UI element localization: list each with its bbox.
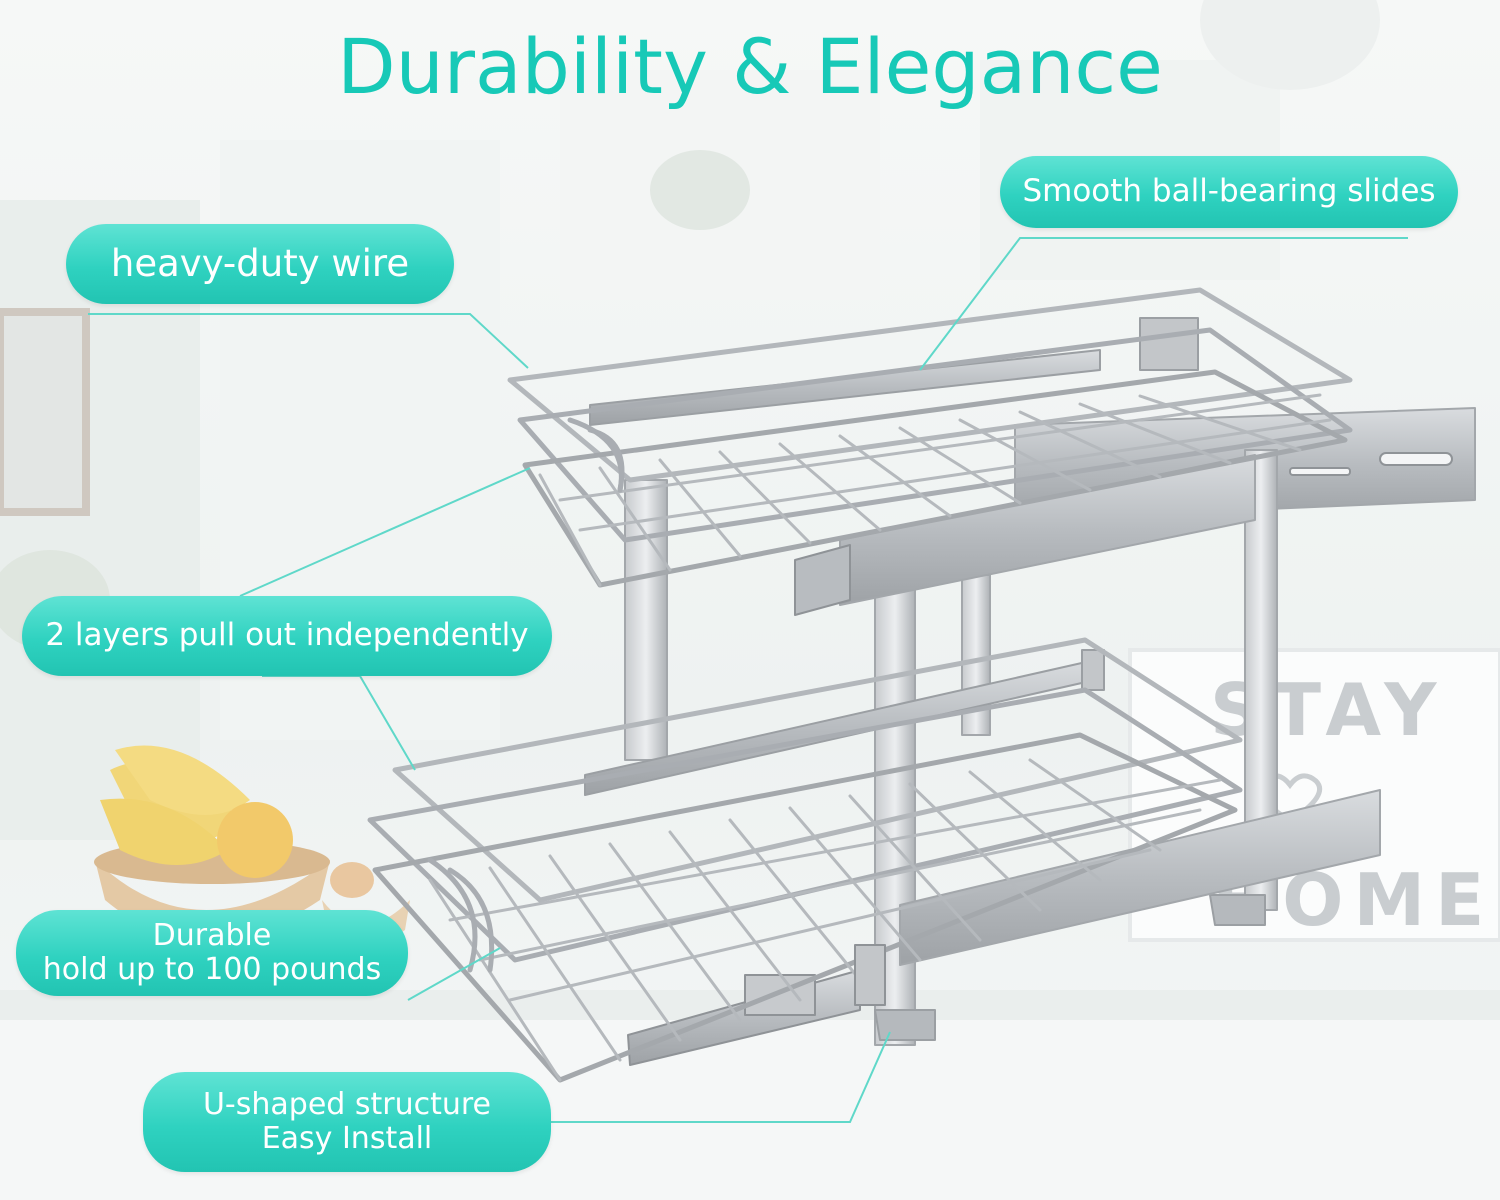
page-title: Durability & Elegance	[337, 22, 1163, 111]
callout-durable: Durable hold up to 100 pounds	[16, 910, 408, 996]
callout-label-line1: Durable	[152, 917, 272, 953]
callout-label-line1: U-shaped structure	[202, 1086, 492, 1122]
callout-two-layers: 2 layers pull out independently	[22, 596, 552, 676]
callout-label: heavy-duty wire	[110, 241, 410, 285]
callout-heavy-duty-wire: heavy-duty wire	[66, 224, 454, 304]
callout-label: 2 layers pull out independently	[45, 617, 529, 654]
callout-label-line2: hold up to 100 pounds	[42, 952, 382, 987]
pull-out-organizer	[367, 287, 1476, 1083]
callout-leaders	[88, 237, 1408, 1123]
callout-ball-bearing-slides: Smooth ball-bearing slides	[1000, 156, 1458, 228]
callout-label: Smooth ball-bearing slides	[1022, 173, 1436, 210]
callout-label-line2: Easy Install	[261, 1121, 433, 1156]
callout-u-shaped-structure: U-shaped structure Easy Install	[143, 1072, 551, 1172]
